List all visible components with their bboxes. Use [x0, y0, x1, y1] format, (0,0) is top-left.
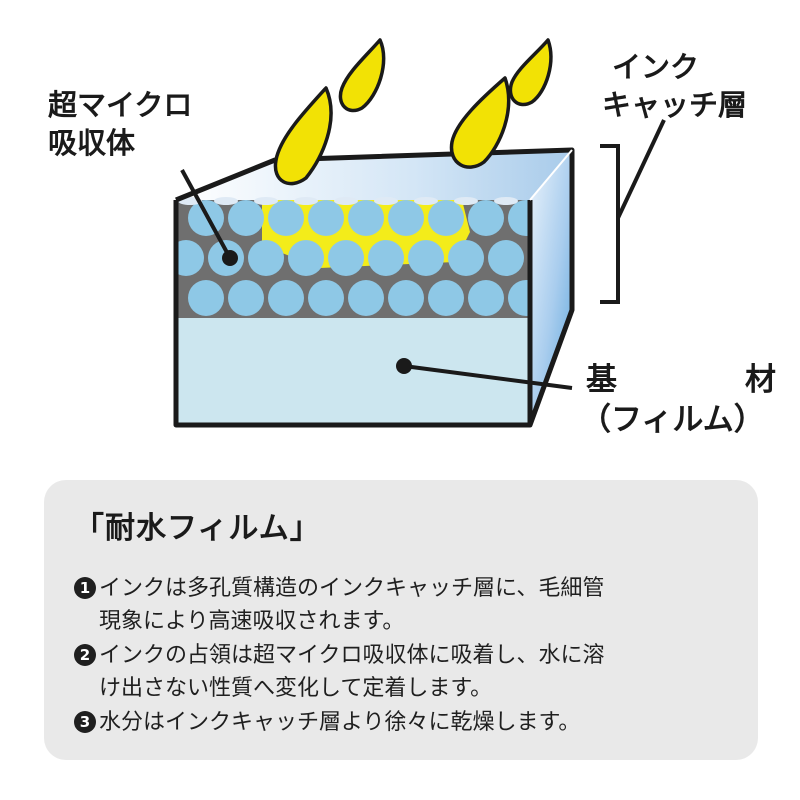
absorber-sphere — [428, 280, 464, 316]
surface-pore — [214, 197, 238, 205]
step-number-badge: 1 — [74, 577, 96, 599]
ink-drop — [338, 38, 386, 113]
absorber-sphere — [428, 200, 464, 236]
absorber-sphere — [388, 200, 424, 236]
ink-catch-label-line2: キャッチ層 — [602, 88, 748, 122]
absorber-sphere — [176, 240, 204, 276]
base-label-sub: （フィルム） — [580, 402, 765, 438]
step-text: 水分はインクキャッチ層より徐々に乾燥します。 — [99, 710, 581, 735]
micro-absorber-leader — [180, 169, 232, 259]
base-char-1: 基 — [586, 362, 617, 398]
absorber-sphere — [288, 240, 324, 276]
absorber-sphere — [388, 280, 424, 316]
surface-pores — [178, 197, 518, 205]
step-item: 1 インクは多孔質構造のインクキャッチ層に、毛細管 現象により高速吸収されます。 — [74, 572, 732, 638]
micro-absorber-label: 超マイクロ 吸収体 — [48, 86, 192, 162]
absorber-sphere — [228, 280, 264, 316]
micro-absorber-label-line2: 吸収体 — [48, 126, 136, 160]
ink-catch-label-line1: インク — [612, 50, 700, 84]
surface-pore — [414, 197, 438, 205]
absorber-sphere — [468, 200, 504, 236]
absorber-sphere — [308, 280, 344, 316]
ink-drop — [273, 86, 333, 186]
surface-pore — [454, 197, 478, 205]
absorber-sphere — [328, 240, 364, 276]
base-film-layer — [176, 318, 530, 425]
ink-drop — [449, 76, 511, 169]
absorber-sphere — [348, 280, 384, 316]
base-film-label: 基 材 （フィルム） — [580, 360, 776, 440]
ink-catch-layer-label: インク キャッチ層 — [602, 48, 747, 124]
panel-title: 「耐水フィルム」 — [74, 511, 321, 546]
absorber-sphere — [508, 280, 530, 316]
absorber-sphere — [248, 240, 284, 276]
ink-catch-bracket — [600, 144, 620, 304]
micro-absorber-label-line1: 超マイクロ — [48, 88, 193, 122]
step-number-badge: 2 — [74, 644, 96, 666]
absorber-sphere — [488, 240, 524, 276]
absorber-sphere — [268, 200, 304, 236]
absorber-sphere — [368, 240, 404, 276]
base-char-2: 材 — [745, 362, 776, 398]
absorber-sphere — [348, 200, 384, 236]
absorber-sphere — [408, 240, 444, 276]
surface-pore — [494, 197, 518, 205]
description-panel: 「耐水フィルム」 1 インクは多孔質構造のインクキャッチ層に、毛細管 現象により… — [44, 480, 758, 760]
step-item: 3 水分はインクキャッチ層より徐々に乾燥します。 — [74, 706, 732, 739]
step-number-badge: 3 — [74, 711, 96, 733]
ink-drops — [273, 38, 553, 186]
absorber-sphere — [228, 200, 264, 236]
surface-pore — [254, 197, 278, 205]
top-edge-highlight — [529, 149, 573, 201]
block-side-face — [530, 150, 572, 425]
base-label-row: 基 材 — [580, 360, 776, 400]
surface-pore — [294, 197, 318, 205]
absorber-sphere — [508, 200, 530, 236]
micro-absorber-dot — [222, 250, 238, 266]
step-item: 2 インクの占領は超マイクロ吸収体に吸着し、水に溶 け出さない性質へ変化して定着… — [74, 639, 732, 705]
ink-drop — [508, 38, 553, 107]
ink-catch-leader — [616, 119, 666, 219]
absorber-sphere — [448, 240, 484, 276]
absorber-sphere — [268, 280, 304, 316]
ink-layer-diagram — [173, 38, 666, 428]
absorber-sphere — [468, 280, 504, 316]
step-text: インクは多孔質構造のインクキャッチ層に、毛細管 現象により高速吸収されます。 — [99, 576, 605, 634]
absorber-sphere — [308, 200, 344, 236]
base-film-leader — [403, 364, 573, 390]
step-text: インクの占領は超マイクロ吸収体に吸着し、水に溶 け出さない性質へ変化して定着しま… — [99, 643, 605, 701]
surface-pore — [334, 197, 358, 205]
base-film-dot — [396, 358, 412, 374]
surface-pore — [374, 197, 398, 205]
absorber-sphere — [188, 280, 224, 316]
